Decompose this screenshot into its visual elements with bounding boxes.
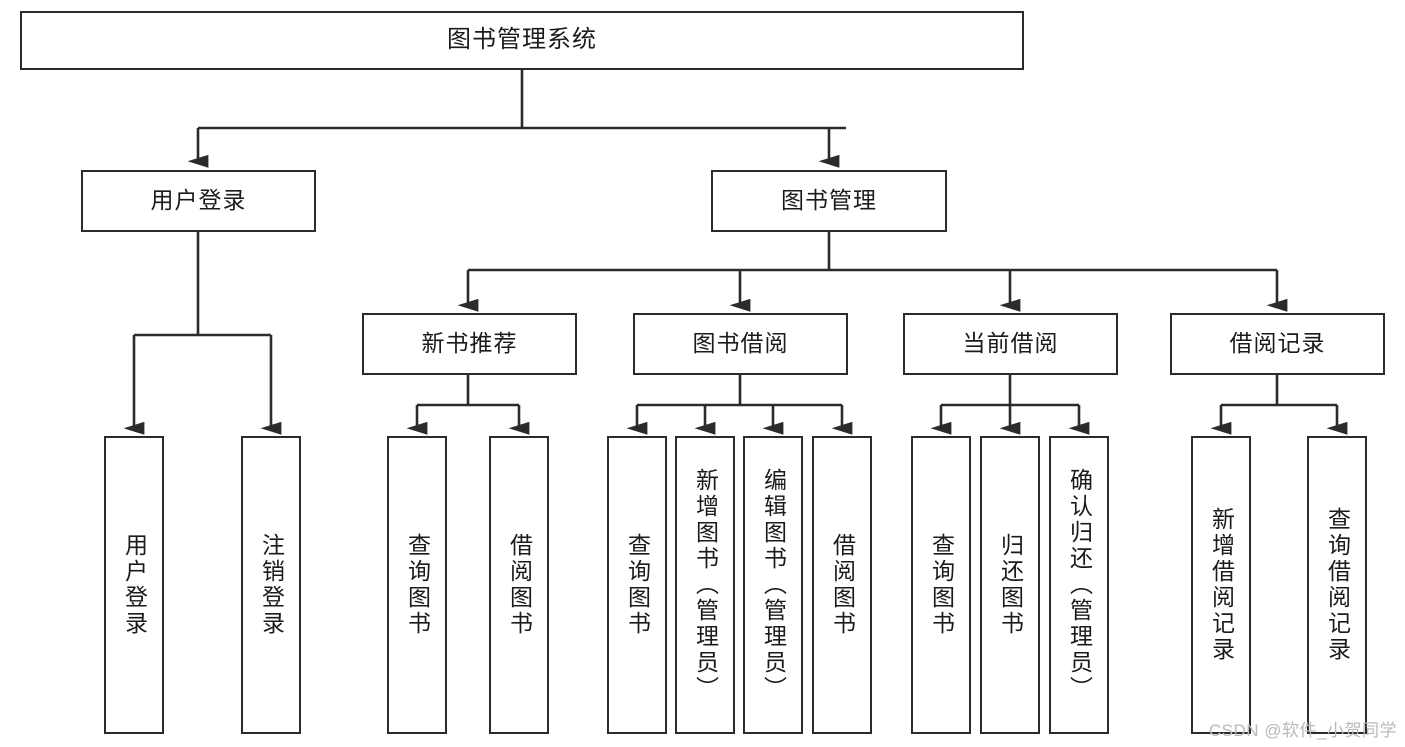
node-leaf-query-book-2[interactable]: 查询图书: [607, 436, 667, 734]
node-leaf-query-book-2-label: 查询图书: [624, 533, 651, 637]
node-book-borrow-label: 图书借阅: [692, 330, 789, 357]
node-leaf-return-book[interactable]: 归还图书: [980, 436, 1040, 734]
node-borrow-record[interactable]: 借阅记录: [1170, 313, 1385, 375]
node-leaf-query-record-label: 查询借阅记录: [1324, 507, 1351, 663]
node-root-label: 图书管理系统: [447, 26, 597, 54]
node-leaf-query-book-1[interactable]: 查询图书: [387, 436, 447, 734]
node-book-borrow[interactable]: 图书借阅: [633, 313, 848, 375]
node-leaf-logout-login-label: 注销登录: [258, 533, 285, 637]
node-leaf-query-record[interactable]: 查询借阅记录: [1307, 436, 1367, 734]
node-leaf-add-book[interactable]: 新增图书（管理员）: [675, 436, 735, 734]
node-user-login[interactable]: 用户登录: [81, 170, 316, 232]
node-leaf-return-book-label: 归还图书: [997, 533, 1024, 637]
node-book-manage-label: 图书管理: [781, 187, 877, 214]
node-leaf-add-record-label: 新增借阅记录: [1208, 507, 1235, 663]
node-current-borrow-label: 当前借阅: [962, 330, 1059, 357]
node-leaf-query-book-3[interactable]: 查询图书: [911, 436, 971, 734]
node-leaf-borrow-book-2[interactable]: 借阅图书: [812, 436, 872, 734]
node-leaf-confirm-return[interactable]: 确认归还（管理员）: [1049, 436, 1109, 734]
node-leaf-query-book-3-label: 查询图书: [928, 533, 955, 637]
node-borrow-record-label: 借阅记录: [1229, 330, 1326, 357]
node-leaf-borrow-book-2-label: 借阅图书: [829, 533, 856, 637]
node-leaf-user-login-label: 用户登录: [121, 533, 148, 637]
node-new-book-recommend[interactable]: 新书推荐: [362, 313, 577, 375]
node-leaf-add-book-label: 新增图书（管理员）: [692, 468, 719, 702]
node-leaf-edit-book[interactable]: 编辑图书（管理员）: [743, 436, 803, 734]
node-new-book-recommend-label: 新书推荐: [421, 330, 518, 357]
node-leaf-add-record[interactable]: 新增借阅记录: [1191, 436, 1251, 734]
node-leaf-borrow-book-1[interactable]: 借阅图书: [489, 436, 549, 734]
node-leaf-query-book-1-label: 查询图书: [404, 533, 431, 637]
csdn-watermark: CSDN @软件_小贺同学: [1208, 721, 1397, 740]
node-book-manage[interactable]: 图书管理: [711, 170, 947, 232]
node-leaf-confirm-return-label: 确认归还（管理员）: [1066, 468, 1093, 702]
node-leaf-edit-book-label: 编辑图书（管理员）: [760, 468, 787, 702]
node-root[interactable]: 图书管理系统: [20, 11, 1024, 70]
node-leaf-logout-login[interactable]: 注销登录: [241, 436, 301, 734]
node-leaf-user-login[interactable]: 用户登录: [104, 436, 164, 734]
node-user-login-label: 用户登录: [150, 187, 247, 214]
node-leaf-borrow-book-1-label: 借阅图书: [506, 533, 533, 637]
node-current-borrow[interactable]: 当前借阅: [903, 313, 1118, 375]
